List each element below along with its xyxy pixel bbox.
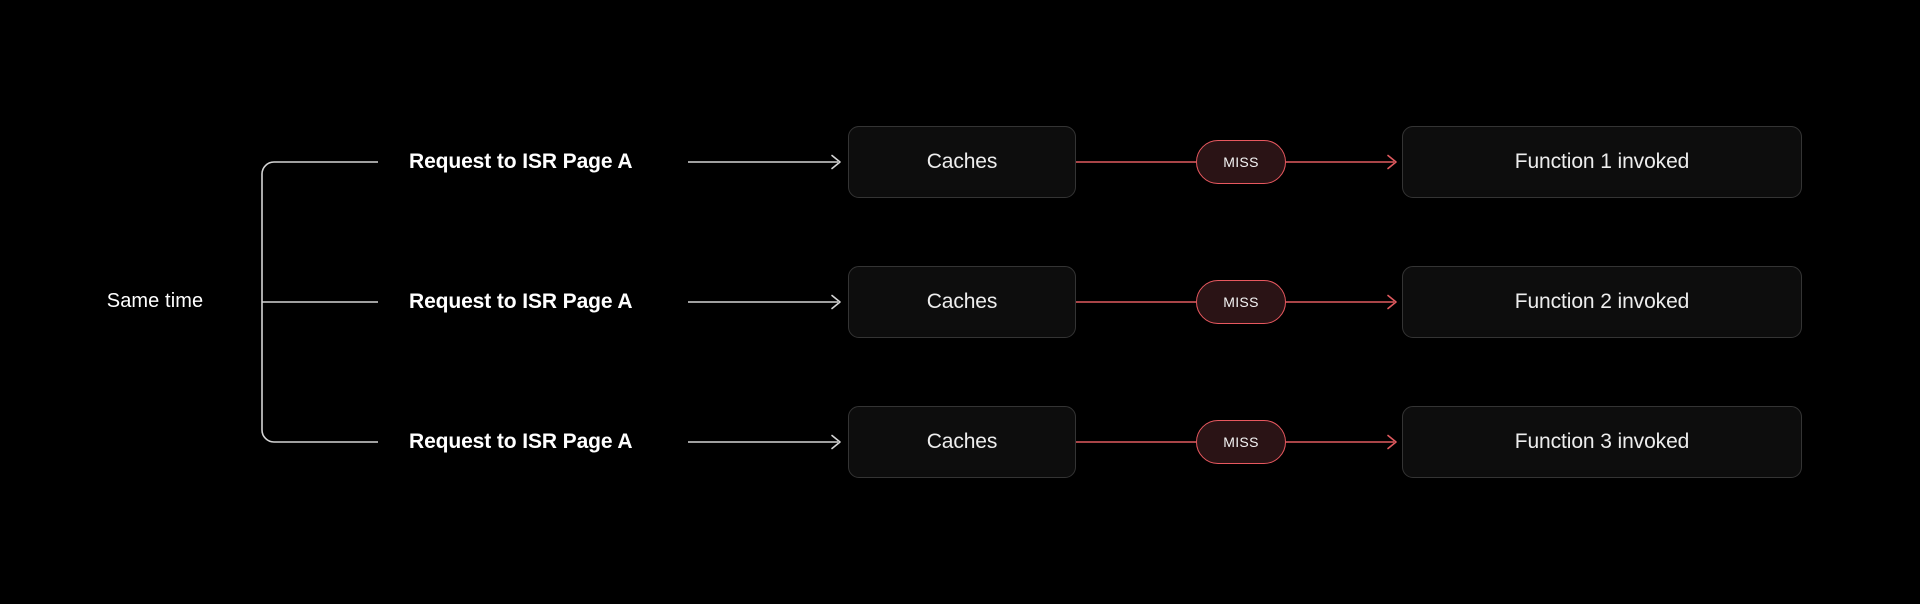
miss-badge: MISS: [1196, 280, 1286, 324]
arrow-miss-to-function-head: [1387, 154, 1397, 170]
request-label: Request to ISR Page A: [409, 430, 633, 453]
caches-box[interactable]: Caches: [848, 406, 1076, 478]
caches-box[interactable]: Caches: [848, 126, 1076, 198]
arrow-request-to-cache-head: [831, 434, 841, 450]
miss-badge: MISS: [1196, 140, 1286, 184]
caches-box[interactable]: Caches: [848, 266, 1076, 338]
arrow-request-to-cache-head: [831, 294, 841, 310]
same-time-label: Same time: [106, 290, 204, 312]
flow-row: Request to ISR Page A Caches MISS Functi…: [0, 262, 1920, 342]
arrow-miss-to-function-head: [1387, 294, 1397, 310]
request-label: Request to ISR Page A: [409, 290, 633, 313]
arrow-miss-to-function-head: [1387, 434, 1397, 450]
function-box[interactable]: Function 2 invoked: [1402, 266, 1802, 338]
arrow-request-to-cache-head: [831, 154, 841, 170]
miss-badge: MISS: [1196, 420, 1286, 464]
request-label: Request to ISR Page A: [409, 150, 633, 173]
function-box[interactable]: Function 3 invoked: [1402, 406, 1802, 478]
flow-row: Request to ISR Page A Caches MISS Functi…: [0, 402, 1920, 482]
flow-row: Request to ISR Page A Caches MISS Functi…: [0, 122, 1920, 202]
function-box[interactable]: Function 1 invoked: [1402, 126, 1802, 198]
